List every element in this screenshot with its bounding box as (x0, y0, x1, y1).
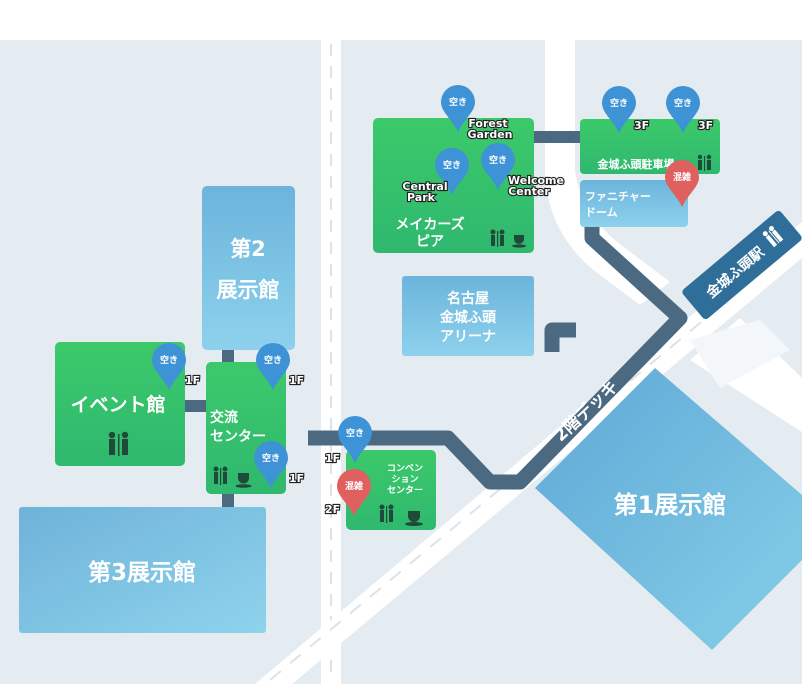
crowded-pin[interactable]: 混雑 (337, 469, 371, 516)
pin-status: 混雑 (345, 480, 363, 492)
deck-branch (544, 322, 576, 352)
convention-label-2: ション (391, 474, 418, 485)
arena[interactable] (402, 276, 534, 356)
pin-status: 空き (262, 452, 280, 464)
pin-marker (338, 416, 372, 463)
restroom-icon (379, 504, 394, 523)
restroom-icon (213, 466, 228, 485)
pin-marker (602, 86, 636, 133)
makers-pier-label-2: ピア (416, 234, 444, 250)
connector-event (182, 400, 210, 412)
pin-marker (441, 85, 475, 132)
available-pin[interactable]: 空き (481, 143, 515, 190)
available-pin[interactable]: 空き (441, 85, 475, 132)
floor-label: 3F (634, 119, 649, 132)
restroom-icon (108, 431, 129, 456)
pin-marker (435, 148, 469, 195)
restroom-icon (762, 226, 784, 248)
pin-status: 空き (489, 154, 507, 166)
makers-pier-label-1: メイカーズ (395, 216, 464, 233)
place-label-welcome-1: Welcome (508, 174, 564, 187)
convention-center[interactable] (346, 450, 436, 530)
parking-label: 金城ふ頭駐車場 (597, 157, 675, 171)
place-label-forest-2: Garden (467, 128, 512, 141)
cafe-icon (512, 235, 526, 248)
pin-marker (481, 143, 515, 190)
available-pin[interactable]: 空き (435, 148, 469, 195)
hall-1[interactable] (535, 368, 802, 650)
hall-2-label-2: 展示館 (217, 278, 280, 302)
event-hall-label: イベント館 (70, 393, 165, 416)
pin-marker (666, 86, 700, 133)
furniture-dome[interactable] (580, 180, 688, 227)
place-label-forest-1: Forest (468, 117, 507, 130)
pin-status: 空き (610, 97, 628, 109)
deck-path-main (308, 180, 688, 490)
pin-marker (665, 160, 699, 207)
furniture-dome-label-2: ドーム (585, 206, 618, 219)
floor-label: 1F (289, 374, 304, 387)
floor-label: 3F (698, 119, 713, 132)
arena-label-2: 金城ふ頭 (439, 309, 497, 326)
furniture-dome-label-1: ファニチャー (585, 190, 651, 203)
top-strip (0, 0, 802, 40)
pin-status: 空き (449, 96, 467, 108)
place-labels: Forest Garden Central Park Welcome Cente… (401, 116, 565, 205)
place-label-welcome-2: Center (508, 185, 550, 198)
status-pins: 空き空き空き空き混雑空き空き空き空き空き混雑 (152, 85, 700, 516)
floor-label: 1F (325, 452, 340, 465)
available-pin[interactable]: 空き (254, 441, 288, 488)
hall-2-label-1: 第2 (230, 237, 266, 261)
road-curve (545, 40, 670, 305)
hall-3[interactable] (19, 507, 266, 633)
pin-status: 空き (443, 159, 461, 171)
hall-1-label: 第1展示館 (614, 491, 727, 519)
crowded-pin[interactable]: 混雑 (665, 160, 699, 207)
pin-status: 空き (674, 97, 692, 109)
arena-label-1: 名古屋 (447, 290, 489, 307)
place-label-central-2: Park (407, 191, 436, 204)
floor-label: 1F (185, 374, 200, 387)
floor-label: 2F (325, 503, 340, 516)
exchange-center-label-2: センター (210, 429, 266, 445)
floor-label: 1F (289, 472, 304, 485)
available-pin[interactable]: 空き (602, 86, 636, 133)
pin-marker (254, 441, 288, 488)
pin-marker (152, 343, 186, 390)
pin-marker (337, 469, 371, 516)
available-pin[interactable]: 空き (152, 343, 186, 390)
cafe-icon (235, 473, 252, 488)
pin-status: 空き (264, 354, 282, 366)
connector-hall3 (222, 490, 234, 510)
station-box (682, 210, 802, 320)
floor-labels: 1F 1F 1F 1F 2F 3F 3F (184, 118, 714, 517)
pin-status: 空き (160, 354, 178, 366)
available-pin[interactable]: 空き (338, 416, 372, 463)
available-pin[interactable]: 空き (666, 86, 700, 133)
restroom-icon (697, 154, 712, 171)
hall-2[interactable] (202, 186, 295, 350)
convention-label-1: コンベン (387, 463, 423, 474)
road-right-block (690, 320, 790, 388)
pin-marker (256, 343, 290, 390)
deck-top-connector (528, 131, 584, 143)
exchange-center-label-1: 交流 (210, 409, 238, 426)
pin-status: 空き (346, 427, 364, 439)
convention-label-3: センター (387, 484, 423, 496)
place-label-central-1: Central (402, 180, 447, 193)
restroom-icon (490, 229, 505, 247)
cafe-icon (405, 511, 423, 526)
arena-label-3: アリーナ (440, 329, 496, 345)
pin-status: 混雑 (673, 171, 691, 183)
parking[interactable] (580, 119, 720, 174)
event-hall[interactable] (55, 342, 185, 466)
available-pin[interactable]: 空き (256, 343, 290, 390)
hall-3-label: 第3展示館 (88, 559, 196, 586)
deck-walkway (182, 131, 688, 510)
